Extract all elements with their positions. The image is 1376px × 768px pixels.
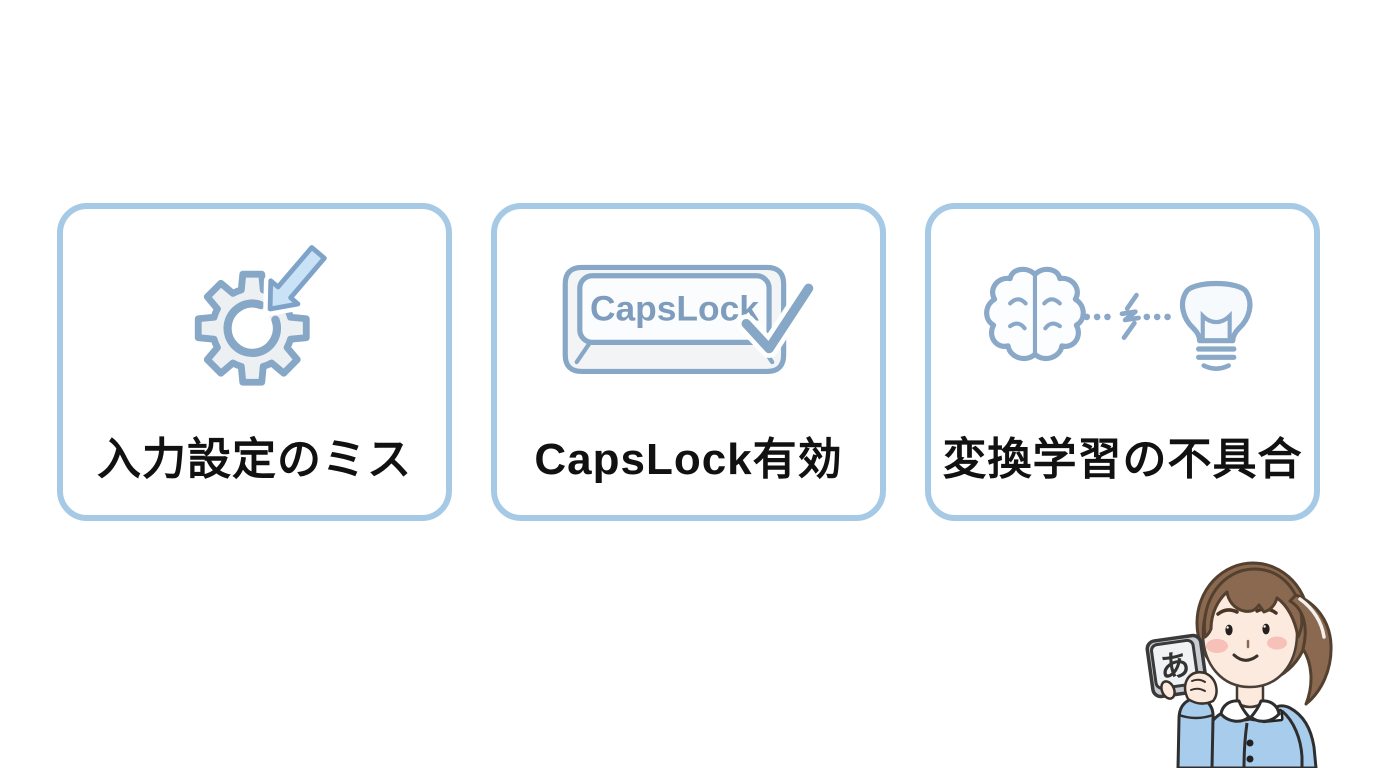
blush-right bbox=[1267, 636, 1287, 650]
lightbulb-icon bbox=[1179, 281, 1252, 372]
eye-left bbox=[1225, 624, 1233, 636]
worried-woman-illustration: あ bbox=[1126, 553, 1376, 768]
card-capslock: CapsLock CapsLock有効 bbox=[491, 203, 886, 521]
brain-bulb-group bbox=[983, 266, 1252, 372]
sleeve-crease bbox=[1280, 709, 1304, 768]
card-input-settings: 入力設定のミス bbox=[57, 203, 452, 521]
capslock-key-label: CapsLock bbox=[589, 289, 758, 328]
jacket-opening bbox=[1242, 722, 1249, 768]
hair-bangs bbox=[1202, 567, 1304, 639]
character-svg: あ bbox=[1145, 561, 1333, 768]
thumb bbox=[1160, 680, 1176, 700]
hand bbox=[1183, 670, 1218, 705]
capslock-key-icon: CapsLock bbox=[562, 264, 818, 374]
card-label: CapsLock有効 bbox=[534, 435, 843, 484]
cuff-line bbox=[1178, 713, 1214, 720]
checkmark-icon bbox=[736, 278, 818, 358]
finger-lines bbox=[1190, 678, 1206, 692]
hair-highlight bbox=[1298, 597, 1326, 639]
gear-arrow-icon bbox=[170, 231, 340, 409]
cards-row: 入力設定のミス CapsLock CapsLock有効 bbox=[57, 203, 1320, 521]
capslock-key-check-icon: CapsLock bbox=[559, 231, 819, 409]
card-label: 変換学習の不具合 bbox=[942, 435, 1303, 484]
eye-right bbox=[1262, 623, 1270, 635]
card-conversion-learning: 変換学習の不具合 bbox=[925, 203, 1320, 521]
gear-icon bbox=[194, 240, 331, 386]
arrow-into-gear-icon bbox=[262, 240, 331, 316]
card-label: 入力設定のミス bbox=[97, 435, 412, 484]
button bbox=[1246, 739, 1254, 747]
blush-left bbox=[1206, 639, 1228, 653]
brain-icon bbox=[983, 266, 1086, 362]
mouth bbox=[1232, 653, 1259, 662]
sleeve-left bbox=[1176, 697, 1215, 768]
button bbox=[1246, 755, 1254, 763]
collar-right bbox=[1249, 699, 1281, 723]
brain-disconnect-bulb-icon bbox=[983, 231, 1263, 409]
broken-connection-icon bbox=[1082, 292, 1171, 340]
collar-left bbox=[1219, 699, 1251, 723]
